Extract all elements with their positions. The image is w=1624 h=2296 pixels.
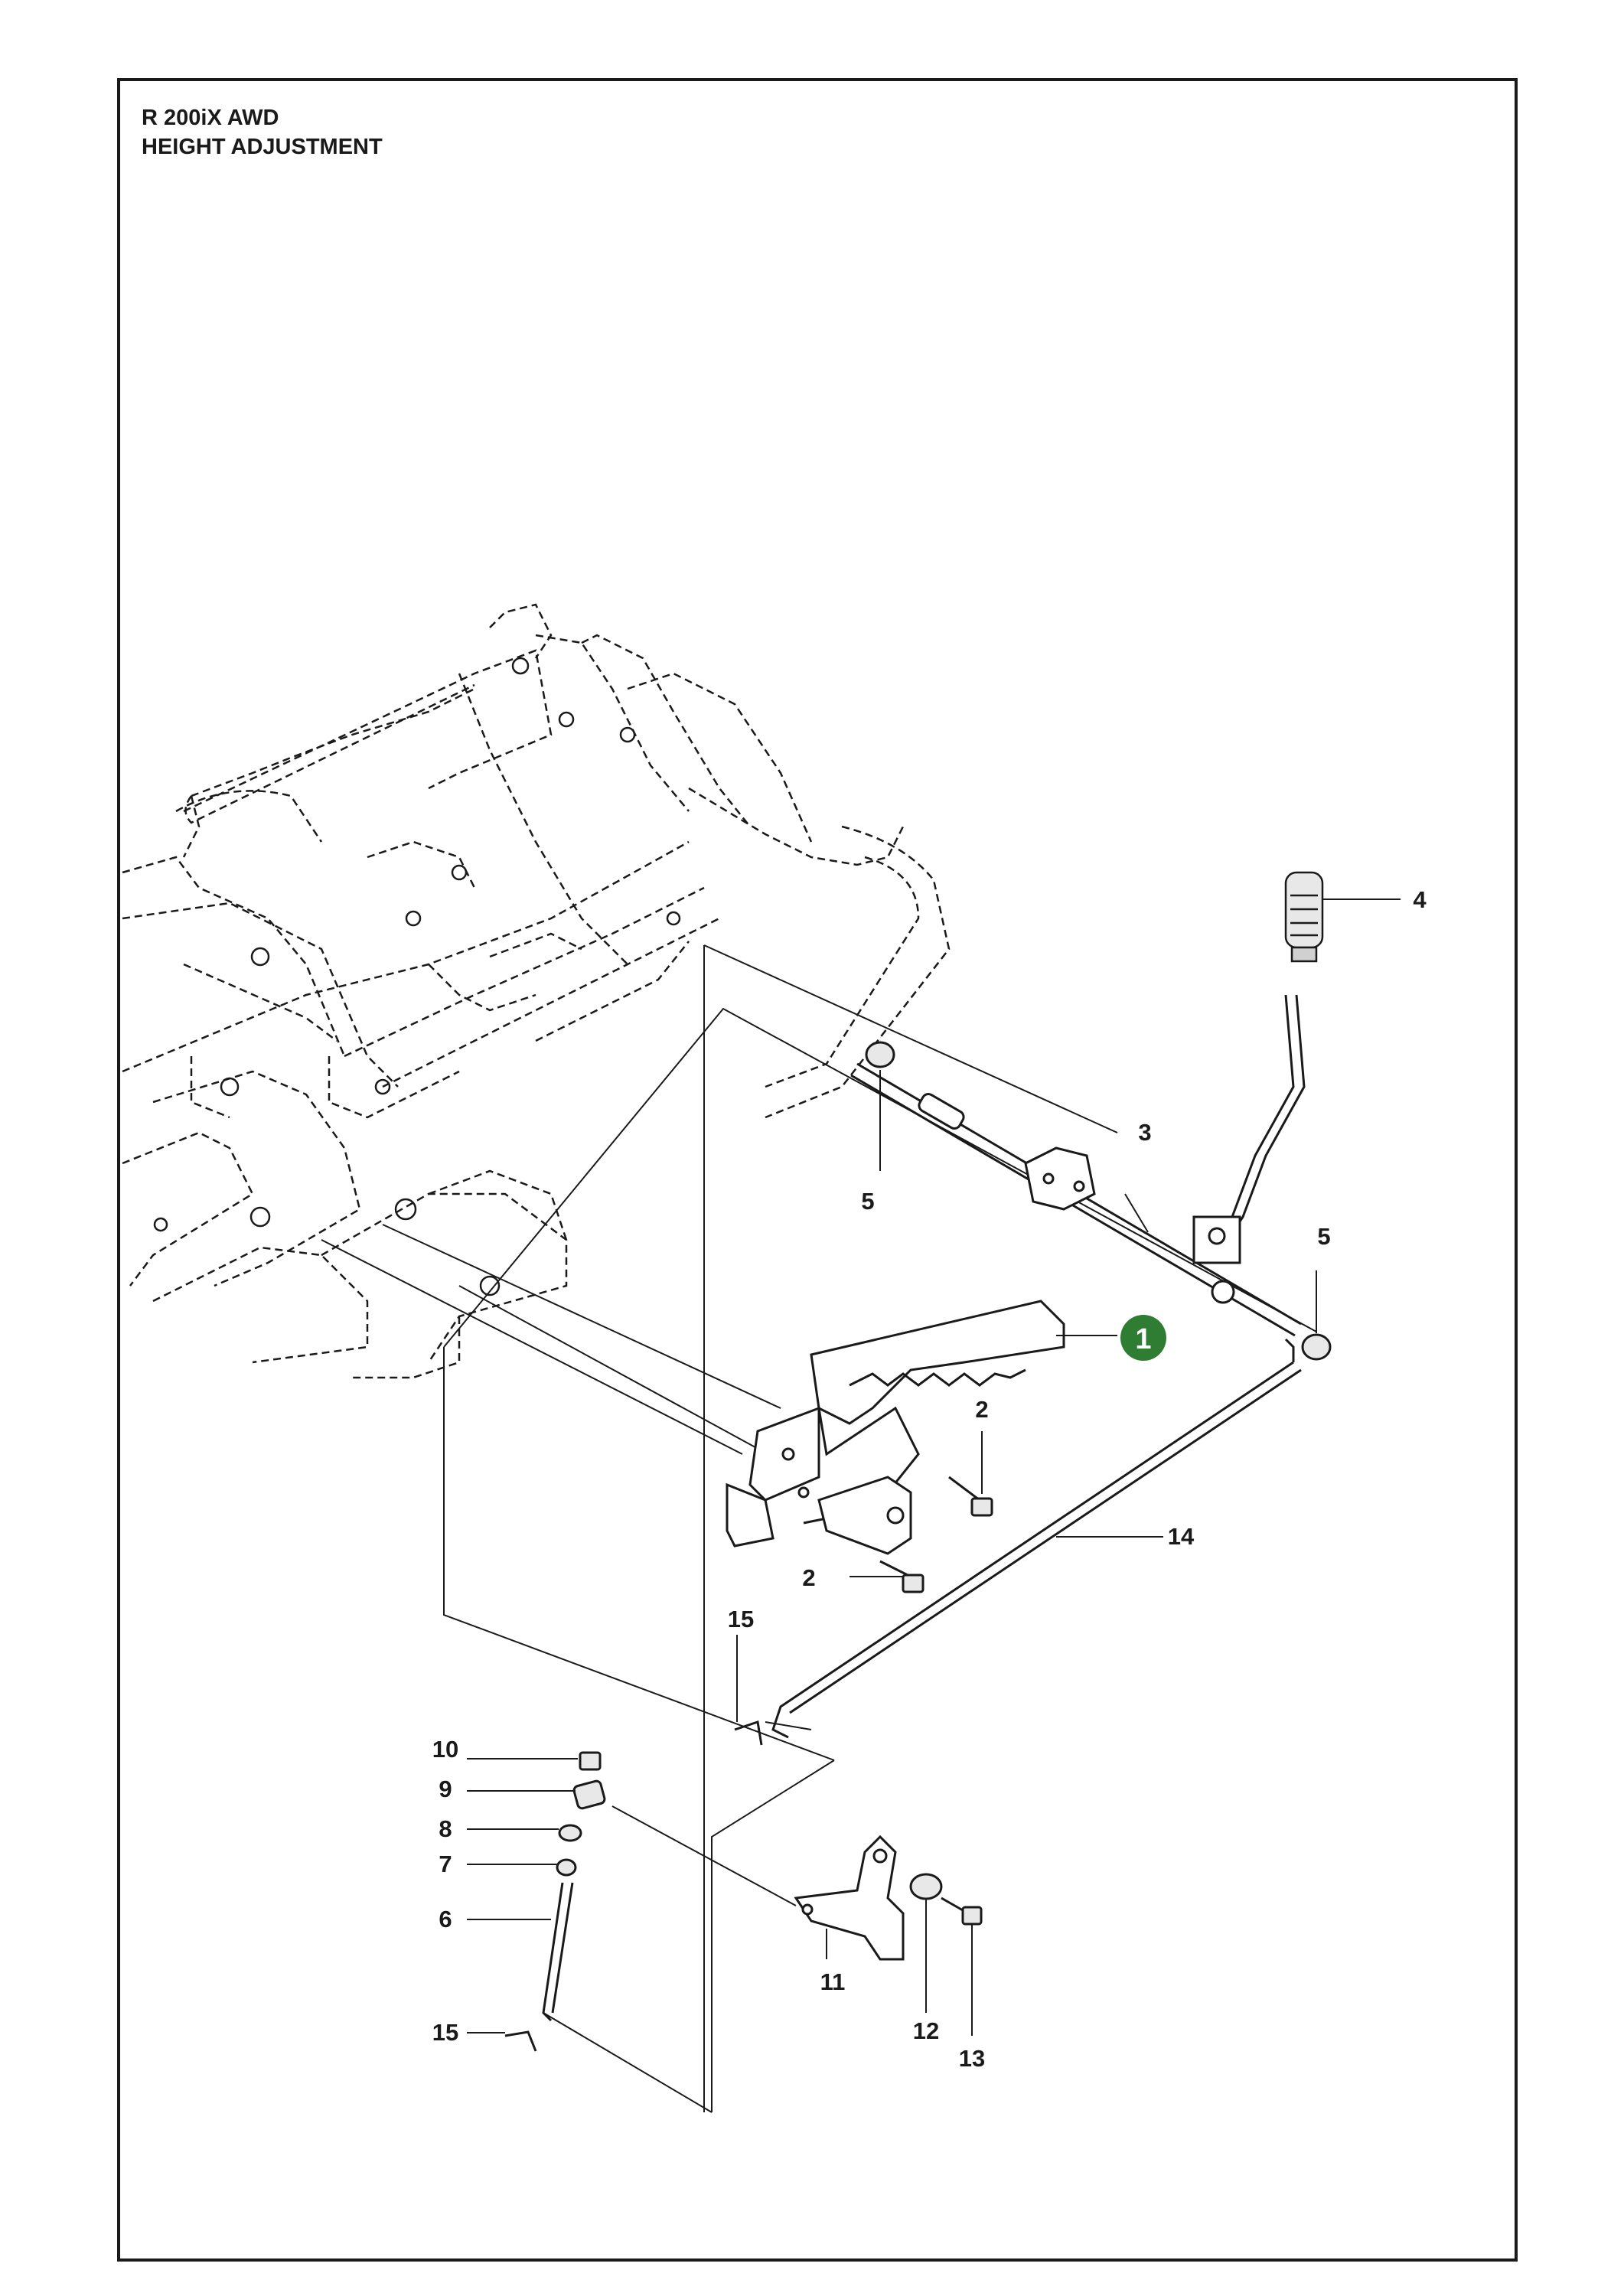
callout-13: 13 (959, 2045, 985, 2072)
part-15-clips (504, 1720, 763, 2052)
section-title: HEIGHT ADJUSTMENT (142, 135, 383, 159)
callout-6: 6 (439, 1906, 452, 1932)
chassis-frame-outline (122, 603, 951, 1379)
chassis-holes (153, 657, 681, 1296)
callout-1: 1 (1135, 1323, 1151, 1355)
part-3-shaft-lever (850, 994, 1306, 1337)
assembly-plane-lines (321, 944, 1317, 2113)
callout-15b: 15 (432, 2019, 458, 2046)
model-title: R 200iX AWD (142, 106, 279, 130)
callout-15a: 15 (728, 1606, 754, 1632)
part-stack-6-10 (542, 1751, 606, 2022)
callout-5b: 5 (1317, 1223, 1330, 1250)
part-5-bushings (865, 1041, 1332, 1361)
part-11-arm (794, 1835, 905, 1961)
title-block: R 200iX AWD HEIGHT ADJUSTMENT (142, 103, 383, 161)
part-1-height-bracket (726, 1300, 1065, 1555)
callout-10: 10 (432, 1736, 458, 1763)
callout-2b: 2 (802, 1564, 815, 1591)
part-2-bolts (879, 1476, 993, 1593)
drawing-frame (117, 78, 1518, 2262)
leader-lines (467, 899, 1401, 2036)
highlight-badge (1120, 1315, 1166, 1361)
callout-8: 8 (439, 1815, 452, 1842)
part-14-rod (771, 1338, 1302, 1739)
part-12-13-washer-bolt (909, 1873, 983, 1926)
callout-11: 11 (820, 1968, 846, 1995)
callout-9: 9 (439, 1776, 452, 1802)
callout-5a: 5 (861, 1188, 874, 1215)
part-4-knob (1284, 871, 1324, 963)
callout-3: 3 (1138, 1119, 1151, 1146)
callout-12: 12 (913, 2017, 939, 2044)
callout-14: 14 (1168, 1523, 1195, 1550)
callout-7: 7 (439, 1851, 452, 1877)
callout-4: 4 (1413, 886, 1427, 913)
callout-2a: 2 (975, 1396, 988, 1423)
